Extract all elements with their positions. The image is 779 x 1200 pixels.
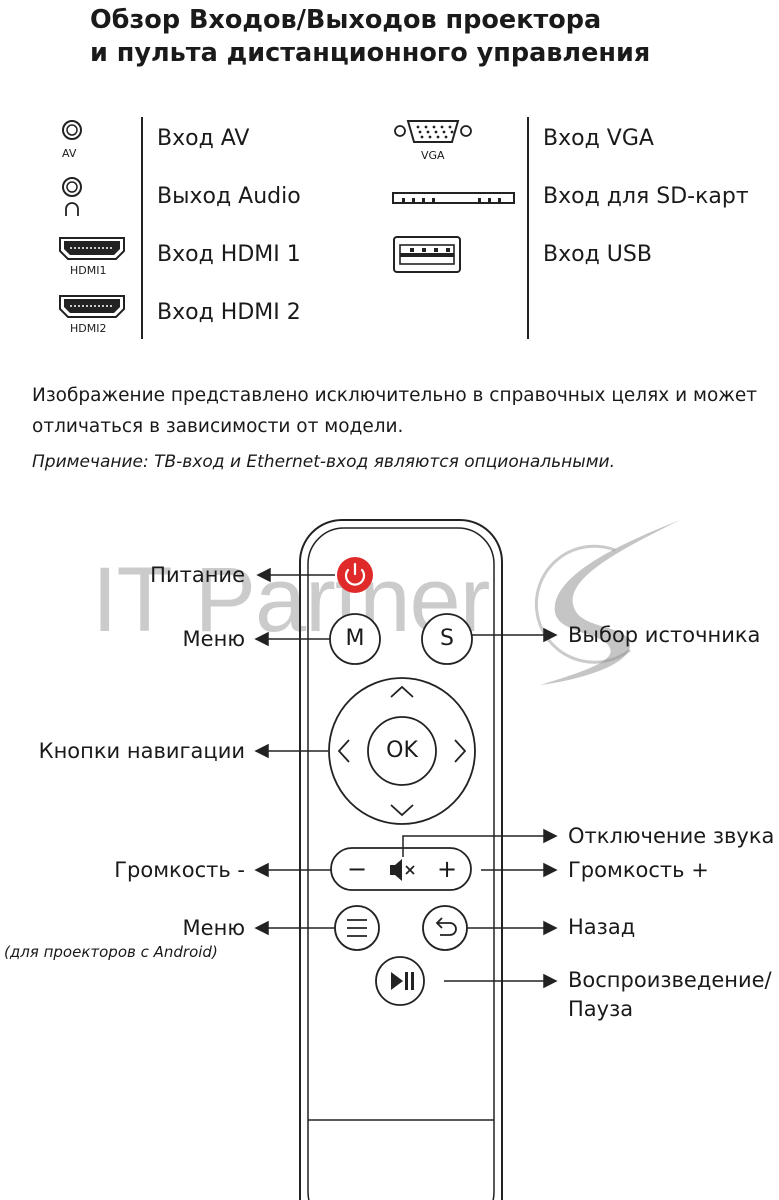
label-vga-in: Вход VGA: [543, 126, 654, 151]
disclaimer-line-1: Изображение представлено исключительно в…: [32, 385, 758, 406]
av-jack-icon: [62, 120, 82, 140]
label-android-menu-note: (для проекторов с Android): [4, 943, 218, 961]
volume-bar[interactable]: [330, 847, 472, 891]
disclaimer-line-2: отличаться в зависимости от модели.: [32, 416, 404, 437]
back-button[interactable]: [422, 905, 468, 951]
nav-up-icon: [390, 685, 414, 698]
label-audio-out: Выход Audio: [157, 184, 301, 209]
label-mute: Отключение звука: [568, 824, 775, 848]
usb-port-icon: [393, 236, 461, 273]
android-menu-button[interactable]: [334, 905, 380, 951]
hdmi-port-icon: [59, 295, 125, 318]
label-volume-minus: Громкость -: [114, 858, 245, 882]
nav-down-icon: [390, 804, 414, 817]
label-av-in: Вход AV: [157, 126, 250, 151]
optional-inputs-note: Примечание: ТВ-вход и Ethernet-вход явля…: [32, 452, 615, 472]
label-volume-plus: Громкость +: [568, 858, 709, 882]
menu-m-button-label: M: [345, 626, 365, 651]
title-line-2: и пульта дистанционного управления: [90, 38, 651, 68]
mute-icon[interactable]: [390, 859, 415, 881]
callout-arrows: [254, 567, 558, 989]
hdmi-port-icon: [59, 237, 125, 260]
label-play-pause-2: Пауза: [568, 997, 634, 1021]
watermark-logo: [534, 520, 680, 685]
back-arrow-icon: [438, 922, 457, 936]
play-pause-icon: [391, 972, 403, 990]
hdmi2-caption: HDMI2: [70, 322, 107, 335]
source-s-button[interactable]: [421, 613, 473, 665]
separator-right: [527, 117, 529, 339]
label-hdmi2-in: Вход HDMI 2: [157, 300, 301, 325]
nav-right-icon: [454, 739, 467, 763]
label-source: Выбор источника: [568, 623, 761, 647]
label-navigation: Кнопки навигации: [38, 739, 245, 763]
connector-icons: [59, 120, 515, 318]
vga-port-icon: [394, 120, 472, 143]
navigation-pad[interactable]: [328, 677, 476, 825]
sd-slot-icon: [392, 192, 515, 204]
vga-caption: VGA: [421, 149, 445, 162]
remote-control: [254, 519, 558, 1200]
page-title: Обзор Входов/Выходов проектора и пульта …: [90, 4, 650, 70]
label-usb-in: Вход USB: [543, 242, 652, 267]
title-line-1: Обзор Входов/Выходов проектора: [90, 5, 602, 35]
ok-button[interactable]: OK: [386, 738, 418, 763]
headphone-jack-icon: [62, 177, 82, 216]
av-caption: AV: [62, 147, 77, 160]
label-menu: Меню: [182, 627, 245, 651]
label-play-pause-1: Воспроизведение/: [568, 968, 772, 992]
label-power: Питание: [150, 563, 245, 587]
volume-minus-button[interactable]: −: [346, 855, 368, 883]
volume-plus-button[interactable]: +: [436, 855, 458, 883]
label-hdmi1-in: Вход HDMI 1: [157, 242, 301, 267]
play-pause-button[interactable]: [375, 956, 425, 1006]
hdmi1-caption: HDMI1: [70, 264, 107, 277]
nav-left-icon: [337, 739, 350, 763]
source-s-button-label: S: [440, 626, 454, 651]
label-sd-in: Вход для SD-карт: [543, 184, 749, 209]
power-button[interactable]: [337, 557, 373, 593]
label-android-menu: Меню: [182, 916, 245, 940]
separator-left: [141, 117, 143, 339]
label-back: Назад: [568, 915, 636, 939]
